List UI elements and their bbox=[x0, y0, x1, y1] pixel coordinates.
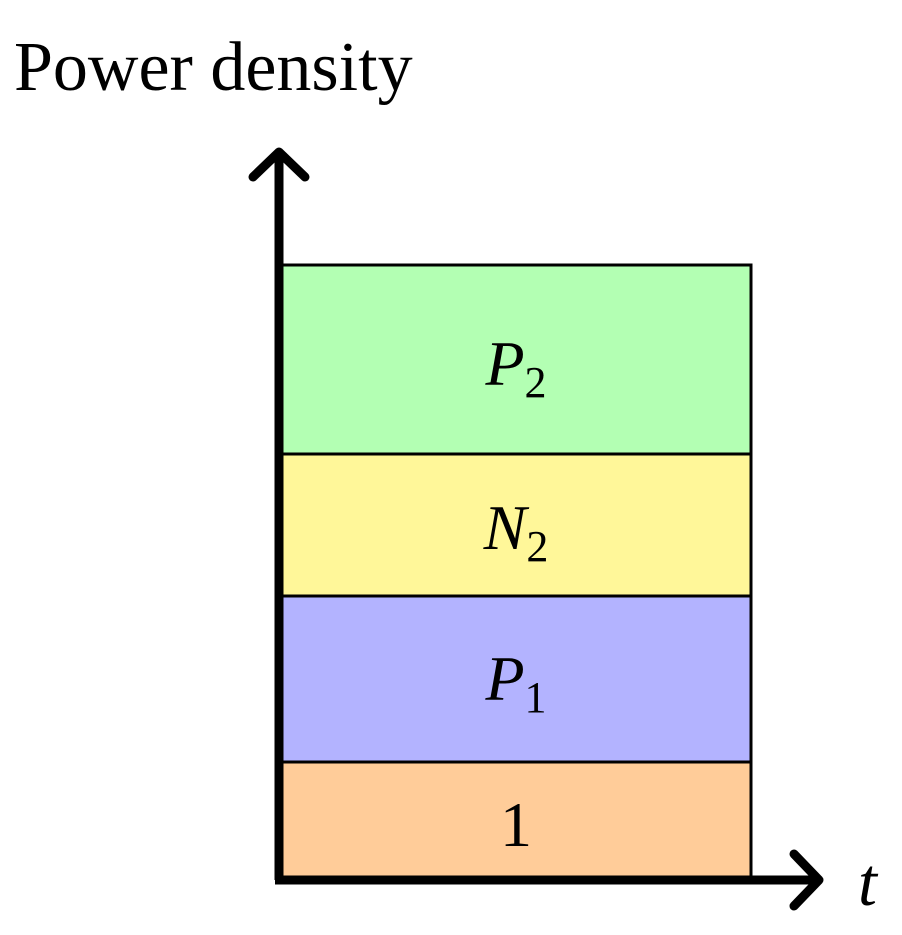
y-axis-title: Power density bbox=[14, 29, 413, 106]
layer-n2-label: N2 bbox=[483, 492, 549, 571]
layer-p2: P2 bbox=[279, 263, 753, 456]
layer-n2-sub: 2 bbox=[526, 522, 548, 571]
y-axis-arrowhead bbox=[248, 147, 310, 182]
layer-n2-box bbox=[279, 452, 753, 598]
layer-n2: N2 bbox=[279, 452, 753, 598]
layer-p1: P1 bbox=[279, 594, 753, 764]
x-axis-arrowhead bbox=[789, 849, 824, 911]
layer-p1-box bbox=[279, 594, 753, 764]
x-axis-label: t bbox=[858, 844, 879, 920]
layer-p2-box bbox=[279, 263, 753, 456]
axes: t bbox=[248, 147, 879, 920]
layer-one: 1 bbox=[279, 760, 753, 882]
layer-stack: P2 N2 P1 1 bbox=[279, 263, 753, 882]
layer-p1-sub: 1 bbox=[525, 673, 547, 722]
layer-p2-label: P2 bbox=[484, 328, 546, 407]
layer-p1-main: P bbox=[484, 643, 524, 714]
layer-p2-main: P bbox=[484, 328, 524, 399]
layer-n2-main: N bbox=[483, 492, 530, 563]
layer-one-label: 1 bbox=[500, 789, 532, 860]
layer-one-main: 1 bbox=[500, 789, 532, 860]
layer-p2-sub: 2 bbox=[525, 358, 547, 407]
layer-p1-label: P1 bbox=[484, 643, 546, 722]
